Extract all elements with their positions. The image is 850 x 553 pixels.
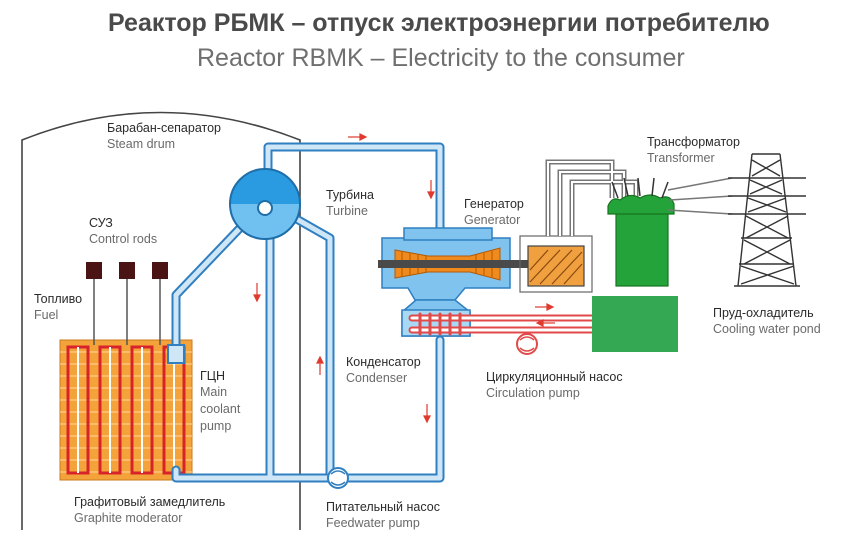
label-circ-pump-en: Circulation pump <box>486 386 580 400</box>
fuel-rod <box>130 345 154 475</box>
flow-arrow <box>348 133 368 141</box>
label-steam-drum-en: Steam drum <box>107 137 175 151</box>
title-en: Reactor RBMK – Electricity to the consum… <box>197 44 685 72</box>
label-main-pump-ru: ГЦН <box>200 369 225 383</box>
cooling-pond <box>592 296 678 352</box>
flow-arrow <box>535 319 555 327</box>
title-ru: Реактор РБМК – отпуск электроэнергии пот… <box>108 9 770 37</box>
label-fuel-en: Fuel <box>34 308 58 322</box>
fuel-rod <box>98 345 122 475</box>
flow-arrow <box>427 180 435 200</box>
label-generator-ru: Генератор <box>464 197 524 211</box>
label-turbine-en: Turbine <box>326 204 368 218</box>
label-main-pump-en-1: Main <box>200 385 227 399</box>
circulation-pump <box>516 333 538 355</box>
reactor-building <box>21 111 301 530</box>
label-turbine-ru: Турбина <box>326 188 374 202</box>
label-main-pump-en-2: coolant <box>200 402 241 416</box>
label-pond-ru: Пруд-охладитель <box>713 306 814 320</box>
label-pond-en: Cooling water pond <box>713 322 821 336</box>
control-rods <box>86 262 168 345</box>
label-moderator-en: Graphite moderator <box>74 511 182 525</box>
flow-arrow <box>423 404 431 424</box>
label-feed-pump-en: Feedwater pump <box>326 516 420 530</box>
label-fuel-ru: Топливо <box>34 292 82 306</box>
flow-arrow <box>316 355 324 375</box>
cooling-circuit <box>408 312 596 336</box>
control-rod-drive <box>86 262 102 279</box>
control-rod-drive <box>152 262 168 279</box>
transmission-tower <box>728 153 806 287</box>
feedwater-pump <box>327 467 349 489</box>
label-condenser-en: Condenser <box>346 371 407 385</box>
label-steam-drum-ru: Барабан-сепаратор <box>107 121 221 135</box>
fuel-rod <box>66 345 90 475</box>
moderator-hatching <box>60 351 192 473</box>
generator <box>519 235 593 293</box>
control-rod-drive <box>119 262 135 279</box>
label-circ-pump-ru: Циркуляционный насос <box>486 370 623 384</box>
label-control-rods-en: Control rods <box>89 232 157 246</box>
label-condenser-ru: Конденсатор <box>346 355 421 369</box>
label-transformer-en: Transformer <box>647 151 715 165</box>
flow-arrows <box>253 133 555 424</box>
main-coolant-pump <box>167 344 185 364</box>
label-transformer-ru: Трансформатор <box>647 135 740 149</box>
flow-arrow <box>535 303 555 311</box>
label-feed-pump-ru: Питательный насос <box>326 500 440 514</box>
steam-drum <box>229 168 301 240</box>
label-main-pump-en-3: pump <box>200 419 231 433</box>
flow-arrow <box>253 283 261 303</box>
label-control-rods-ru: СУЗ <box>89 216 113 230</box>
transformer <box>607 177 733 287</box>
label-moderator-ru: Графитовый замедлитель <box>74 495 225 509</box>
label-generator-en: Generator <box>464 213 520 227</box>
